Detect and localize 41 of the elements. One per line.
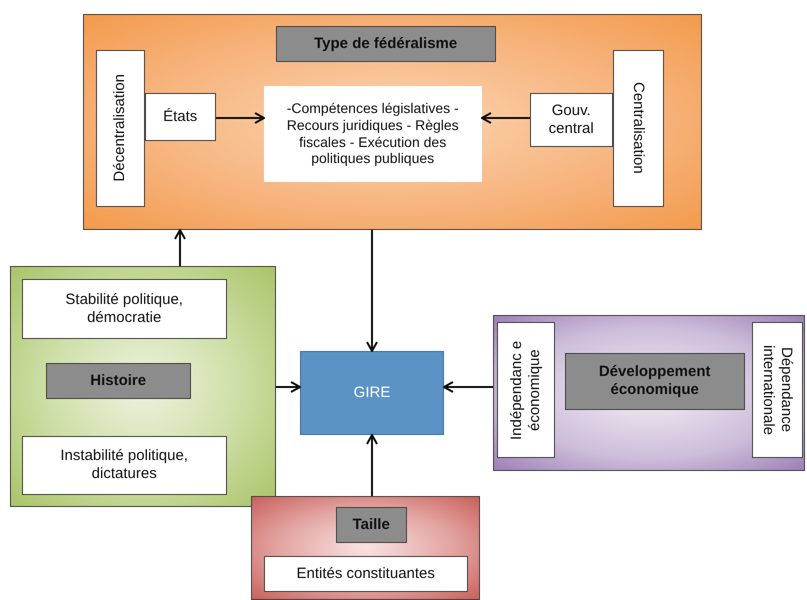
label-box [496, 322, 555, 458]
label-text: -Compétences législatives - Recours juridiques - Règles fiscales - Exécution des politiques publiques [286, 100, 460, 168]
group-panel [83, 14, 702, 230]
label-box [22, 278, 227, 339]
heading-box [336, 506, 407, 543]
label-text: Dépendance internationale [759, 344, 796, 437]
label-text: Stabilité politique, démocratie [64, 290, 184, 327]
label-box [96, 50, 145, 207]
label-box [530, 92, 613, 147]
label-text: Entités constituantes [296, 564, 435, 583]
title-text: GIRE [354, 384, 390, 402]
label-text: Décentralisation [111, 74, 130, 182]
group-panel [251, 496, 480, 600]
label-box [22, 436, 227, 495]
arrow [174, 229, 186, 266]
label-text: Gouv. central [548, 102, 595, 138]
label-box [612, 50, 664, 207]
heading-box [564, 352, 745, 410]
arrow [481, 112, 530, 124]
label-box [264, 556, 468, 592]
heading-text: Histoire [90, 372, 146, 390]
group-panel [493, 315, 805, 471]
label-text: Indépendanc e économique [508, 339, 544, 441]
arrow [366, 230, 378, 352]
label-box [144, 92, 216, 141]
heading-box [46, 362, 191, 399]
heading-text: Taille [352, 516, 390, 534]
label-text: États [163, 108, 198, 126]
arrow [216, 112, 265, 124]
label-text: Instabilité politique, dictatures [59, 447, 189, 484]
arrow [443, 381, 493, 393]
arrow [276, 381, 301, 393]
arrow [366, 434, 378, 496]
heading-text: Développement économique [598, 363, 712, 400]
group-panel [10, 266, 276, 507]
heading-box [276, 26, 496, 62]
central-box [300, 351, 444, 435]
heading-text: Type de fédéralisme [314, 34, 458, 53]
label-text: Centralisation [629, 82, 648, 174]
label-box [752, 322, 803, 458]
text-box [264, 86, 482, 182]
